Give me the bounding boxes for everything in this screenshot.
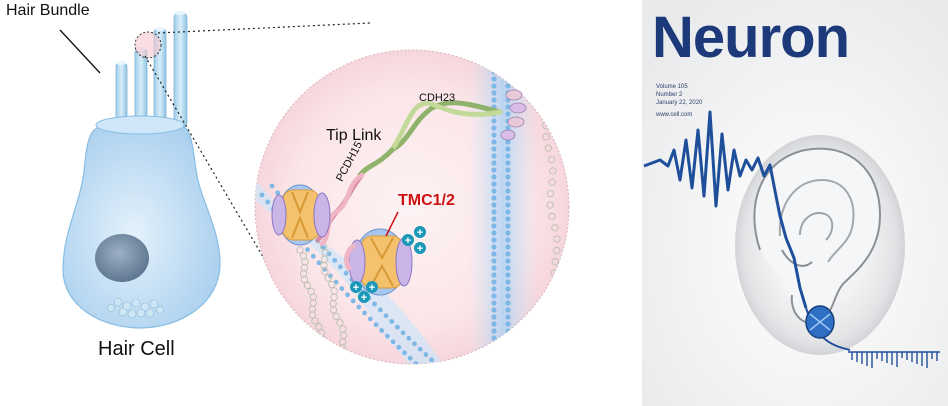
cover-date: January 22, 2020 bbox=[656, 100, 703, 106]
cover-number: Number 2 bbox=[656, 92, 683, 98]
tmc-channel-upper bbox=[271, 184, 331, 246]
cation-icon: + bbox=[402, 234, 414, 247]
neuron-journal-cover bbox=[642, 0, 948, 406]
spike-train bbox=[851, 352, 938, 368]
svg-text:+: + bbox=[361, 292, 367, 304]
tmc-label: TMC1/2 bbox=[398, 192, 455, 209]
hair-bundle-label: Hair Bundle bbox=[6, 2, 90, 19]
tmc-leader bbox=[385, 211, 399, 237]
cover-volume: Volume 105 bbox=[656, 84, 688, 90]
cation-icons: ++++++ bbox=[350, 226, 426, 304]
nucleus bbox=[95, 234, 149, 282]
cover-url: www.cell.com bbox=[656, 112, 693, 118]
stereocilia bbox=[115, 11, 188, 129]
hair-cell-illustration bbox=[59, 11, 221, 329]
hair-cell-label: Hair Cell bbox=[98, 338, 175, 360]
cation-icon: + bbox=[350, 281, 362, 294]
cdh23-label: CDH23 bbox=[419, 92, 456, 104]
tip-link-label: Tip Link bbox=[326, 127, 382, 144]
cation-icon: + bbox=[358, 291, 370, 304]
svg-text:+: + bbox=[417, 227, 423, 239]
cdh23-anchor bbox=[500, 89, 527, 141]
svg-text:+: + bbox=[353, 282, 359, 294]
journal-title: Neuron bbox=[652, 5, 850, 70]
magnify-ring bbox=[134, 31, 162, 59]
sound-wave bbox=[643, 110, 808, 309]
zoom-connector-top bbox=[157, 22, 371, 34]
svg-text:+: + bbox=[417, 243, 423, 255]
cation-icon: + bbox=[414, 226, 426, 239]
cation-icon: + bbox=[366, 281, 378, 294]
hair-cell-body bbox=[62, 119, 221, 329]
svg-text:+: + bbox=[405, 235, 411, 247]
ear-illustration bbox=[735, 135, 905, 355]
channel-illustration bbox=[805, 305, 835, 339]
hair-bundle-leader bbox=[59, 29, 101, 74]
zoom-connector-bottom bbox=[144, 55, 287, 297]
cation-icon: + bbox=[414, 242, 426, 255]
tmc-channel-lower bbox=[344, 228, 413, 296]
svg-text:+: + bbox=[369, 282, 375, 294]
tip-link-zoom: ++++++ bbox=[254, 49, 570, 365]
synaptic-vesicles bbox=[107, 297, 164, 319]
